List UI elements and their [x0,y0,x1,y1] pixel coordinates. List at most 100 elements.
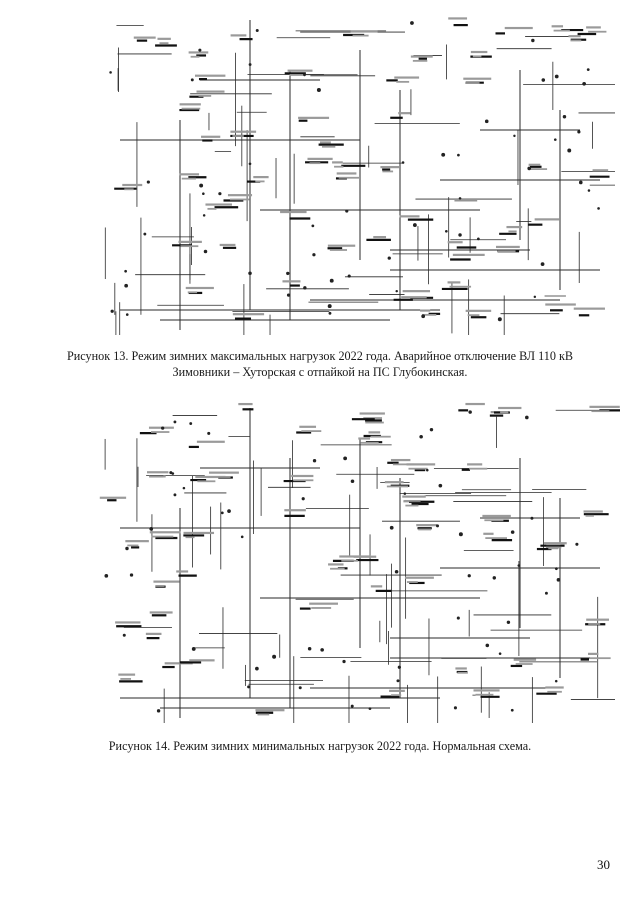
node-point [444,229,448,233]
substation-label [201,135,221,138]
node-point [345,209,349,213]
node-point [510,530,515,534]
power-grid-diagram-winter-max [60,10,620,340]
node-point [453,706,457,710]
node-point [397,665,401,669]
substation-label [406,581,418,583]
substation-label [418,528,432,531]
node-point [122,633,126,637]
node-point [497,317,502,322]
substation-label [328,563,344,566]
substation-label [164,662,193,665]
substation-label [157,37,171,40]
substation-label [513,658,537,661]
node-point [554,74,559,79]
substation-label [209,471,239,474]
substation-label [187,291,198,294]
node-point [303,286,307,290]
substation-label [238,402,253,406]
substation-label [416,524,438,527]
substation-label [405,504,419,507]
node-point [553,138,557,141]
node-point [395,289,398,293]
node-point [578,180,583,185]
substation-label [408,467,428,470]
node-point [541,78,546,82]
substation-label [352,34,369,37]
substation-label [253,176,269,179]
substation-label [327,244,356,247]
node-point [272,654,277,659]
node-point [577,130,581,134]
substation-label [422,313,437,316]
node-point [554,679,558,683]
substation-label [155,585,165,587]
substation-label [398,112,411,115]
substation-label [211,476,231,478]
substation-label [370,435,391,438]
substation-label [547,690,562,693]
substation-label [548,547,559,550]
node-point [533,295,537,299]
substation-label [472,55,482,58]
substation-label [410,55,433,58]
substation-label [368,431,381,434]
node-point [124,283,129,288]
substation-label [365,421,384,424]
substation-label [332,161,343,164]
node-point [202,192,205,195]
node-point [467,574,471,578]
substation-label [196,440,225,443]
substation-label [338,176,360,179]
substation-label [404,576,434,579]
substation-label [179,173,200,176]
substation-label [350,30,378,33]
substation-label [255,709,285,712]
substation-label [467,463,483,466]
node-point [530,516,534,520]
substation-label [289,74,304,76]
node-point [403,492,407,495]
substation-label [301,430,322,433]
substation-label [570,39,582,42]
node-point [389,525,394,530]
substation-label [196,90,225,93]
substation-label [330,567,345,570]
node-point [110,309,114,313]
node-point [248,63,252,66]
node-point [575,542,579,546]
substation-label [390,458,411,462]
substation-label [370,585,383,588]
substation-label [232,313,265,316]
node-point [161,426,165,430]
substation-label [284,509,306,512]
substation-label [309,162,321,165]
node-point [203,249,208,254]
substation-label [467,314,480,317]
substation-label [568,35,581,38]
substation-label [125,540,149,543]
node-point [350,704,354,708]
node-point [328,311,332,315]
substation-label [448,17,468,20]
substation-label [197,480,216,483]
substation-label [590,657,611,660]
substation-label [179,103,201,106]
node-point [312,253,316,257]
substation-label [534,218,560,221]
substation-label [399,215,420,218]
substation-label [339,555,371,558]
node-point [240,535,244,539]
node-point [540,262,545,266]
substation-label [420,309,431,312]
node-point [286,271,290,276]
substation-label [321,145,336,148]
node-point [191,647,196,651]
substation-label [449,285,472,288]
substation-label [205,203,232,206]
substation-label [373,235,387,239]
substation-label [133,36,156,39]
substation-label [465,402,485,406]
node-point [104,574,109,578]
substation-label [469,467,488,470]
